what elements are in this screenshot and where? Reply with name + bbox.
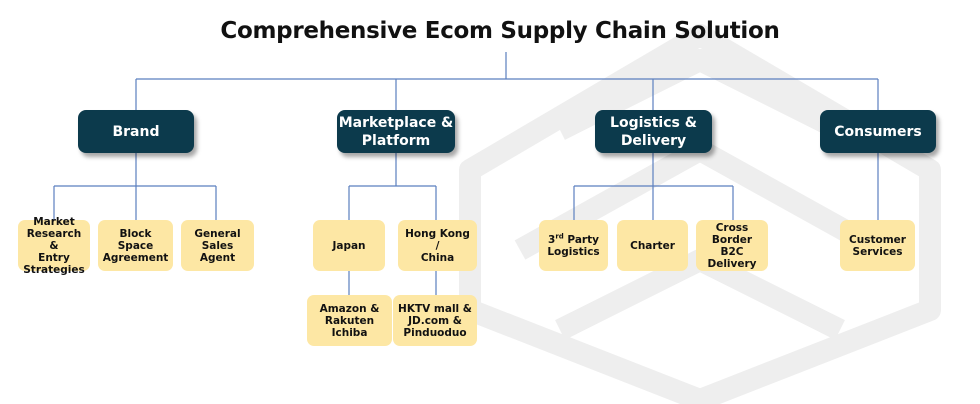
leaf-label-3pl-sup: rd [555,232,564,240]
leaf-hong-kong-china: Hong Kong / China [398,220,477,271]
leaf-general-sales-agent: General Sales Agent [181,220,254,271]
leaf-third-party-logistics: 3rd Party Logistics [539,220,608,271]
leaf-label: Hong Kong / China [405,227,470,264]
leaf-amazon-rakuten: Amazon & Rakuten Ichiba [307,295,392,346]
leaf-cross-border-b2c: Cross Border B2C Delivery [696,220,768,271]
leaf-customer-services: Customer Services [840,220,915,271]
leaf-label: Cross Border B2C Delivery [707,221,757,270]
leaf-charter: Charter [617,220,688,271]
leaf-hktv-jd-pinduoduo: HKTV mall & JD.com & Pinduoduo [393,295,477,346]
leaf-label: Market Research & Entry Strategies [23,215,85,276]
category-brand: Brand [78,110,194,153]
category-consumers-label: Consumers [834,123,922,140]
category-brand-label: Brand [112,123,160,140]
leaf-label: Charter [630,239,675,252]
leaf-label: HKTV mall & JD.com & Pinduoduo [398,302,472,339]
leaf-label: Block Space Agreement [102,227,169,264]
leaf-japan: Japan [313,220,385,271]
category-logistics-label: Logistics & Delivery [610,114,697,149]
leaf-label-3pl: 3rd Party Logistics [547,232,600,258]
leaf-label: Japan [332,239,366,252]
category-marketplace-label: Marketplace & Platform [338,114,454,149]
leaf-label: General Sales Agent [194,227,241,264]
leaf-label: Amazon & Rakuten Ichiba [319,302,380,339]
leaf-label: Customer Services [849,233,906,258]
leaf-label-3pl-number: 3 [548,233,556,246]
category-consumers: Consumers [820,110,936,153]
chart-title: Comprehensive Ecom Supply Chain Solution [220,18,780,44]
leaf-label-3pl-rest: Party Logistics [547,233,600,258]
category-logistics-delivery: Logistics & Delivery [595,110,712,153]
category-marketplace-platform: Marketplace & Platform [337,110,455,153]
leaf-market-research: Market Research & Entry Strategies [18,216,90,276]
leaf-block-space-agreement: Block Space Agreement [98,220,173,271]
